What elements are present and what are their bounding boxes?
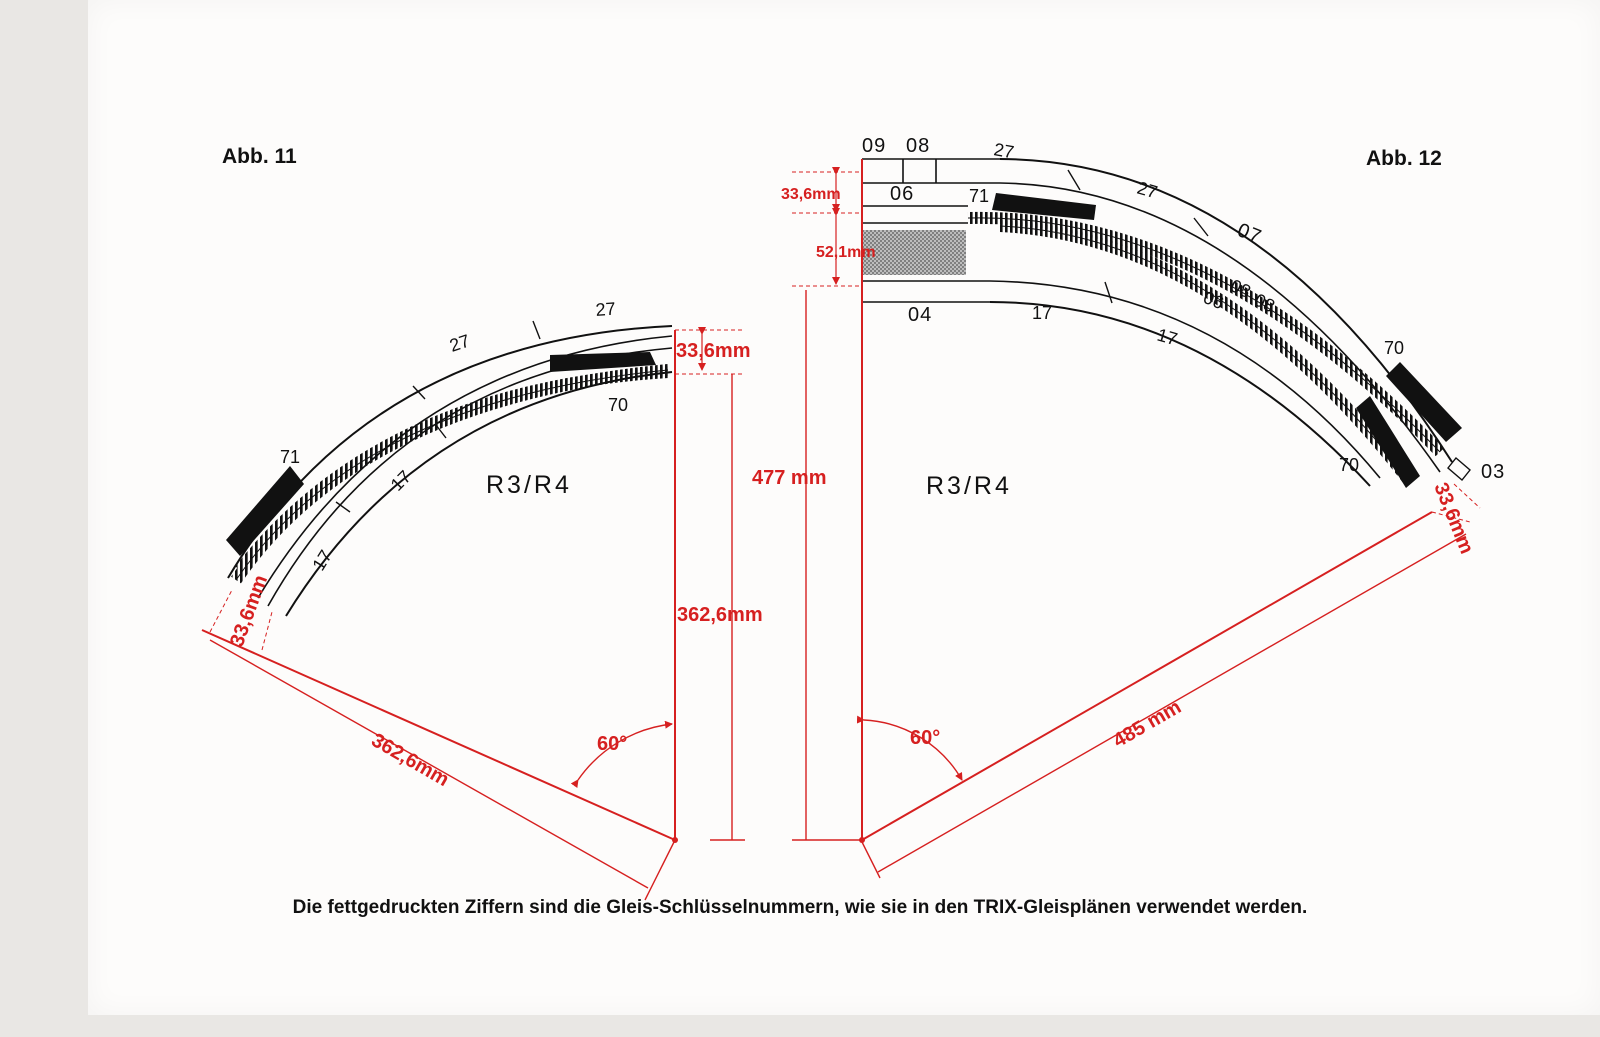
radius-label: R3/R4 bbox=[926, 472, 1012, 500]
track-number-06: 06 bbox=[890, 183, 914, 205]
track-number-27: 27 bbox=[992, 139, 1015, 162]
spacing-dimension: 33,6mm bbox=[1429, 480, 1477, 557]
switch-motor-71 bbox=[992, 193, 1096, 220]
flex-track-pair bbox=[967, 211, 1445, 486]
angle-dimension: 60° bbox=[910, 727, 940, 749]
dimension-lines bbox=[792, 159, 1481, 879]
center-point bbox=[672, 837, 678, 843]
radius-dimension: 485 mm bbox=[1110, 696, 1186, 752]
radius-dimension: 362,6mm bbox=[368, 729, 453, 791]
inner-curve-band bbox=[989, 280, 1381, 487]
radius-dimension: 362,6mm bbox=[677, 604, 763, 626]
height-dimension: 477 mm bbox=[752, 467, 827, 489]
track-number-70: 70 bbox=[1339, 455, 1359, 475]
radius-label: R3/R4 bbox=[486, 471, 572, 499]
caption: Die fettgedruckten Ziffern sind die Glei… bbox=[292, 897, 1308, 918]
track-number-09: 09 bbox=[862, 135, 886, 157]
center-point bbox=[859, 837, 865, 843]
end-piece-03 bbox=[1447, 456, 1471, 482]
straight-sections bbox=[862, 158, 1000, 303]
track-number-71: 71 bbox=[969, 186, 989, 206]
track-number-08: 08 bbox=[906, 135, 930, 157]
document-page bbox=[88, 0, 1600, 1015]
spacing-dimension: 33,6mm bbox=[781, 186, 841, 203]
track-number-04: 04 bbox=[908, 304, 932, 326]
track-number-71: 71 bbox=[280, 447, 300, 467]
dotted-block bbox=[862, 230, 966, 275]
figure-12-label: Abb. 12 bbox=[1366, 147, 1442, 170]
spacing-dimension: 33,6mm bbox=[226, 572, 272, 650]
block-dimension: 52,1mm bbox=[816, 244, 876, 261]
track-number-27: 27 bbox=[447, 331, 472, 356]
track-number-17: 17 bbox=[1155, 325, 1180, 350]
flex-track-pair bbox=[231, 364, 669, 584]
angle-dimension: 60° bbox=[597, 733, 627, 755]
track-number-07: 07 bbox=[1234, 219, 1265, 248]
dimension-lines bbox=[201, 327, 745, 901]
spacing-dimension: 33,6mm bbox=[676, 340, 751, 362]
track-number-27: 27 bbox=[1135, 178, 1160, 203]
figure-11-label: Abb. 11 bbox=[222, 145, 297, 168]
figure-11: Abb. 11 27 27 70 71 17 17 R bbox=[201, 145, 763, 901]
track-number-03: 03 bbox=[1481, 461, 1505, 483]
switch-motor-70 bbox=[1356, 396, 1420, 488]
switch-motor-70 bbox=[550, 352, 656, 372]
figure-12: Abb. 12 bbox=[752, 135, 1505, 879]
track-number-70: 70 bbox=[608, 395, 628, 415]
switch-motor-70 bbox=[1386, 362, 1462, 442]
track-number-70: 70 bbox=[1384, 338, 1404, 358]
switch-motor-71 bbox=[226, 466, 304, 556]
track-number-17: 17 bbox=[1032, 303, 1052, 323]
track-number-27: 27 bbox=[595, 299, 616, 320]
